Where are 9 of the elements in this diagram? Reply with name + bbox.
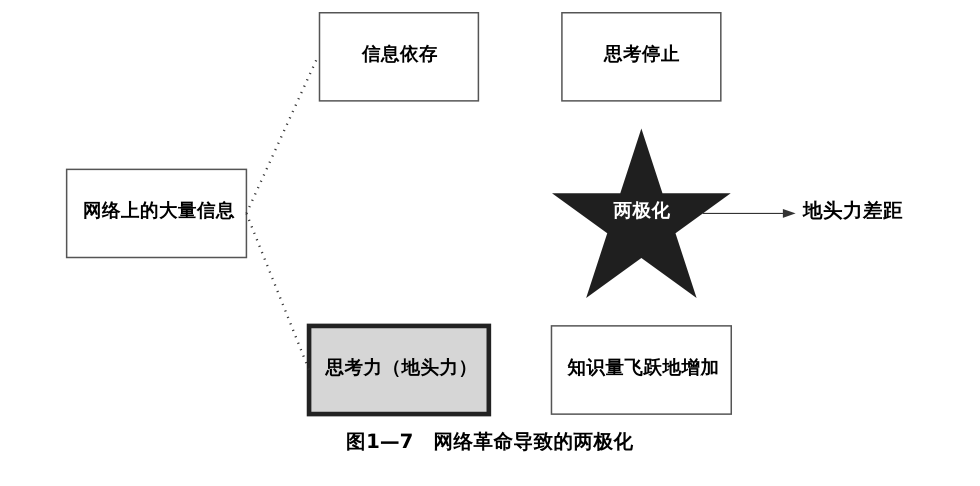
arrow <box>702 208 796 218</box>
node-box: 网络上的大量信息 <box>66 168 248 258</box>
node-text: 地头力差距 <box>803 199 904 222</box>
node-box: 思考停止 <box>561 12 722 102</box>
node-box: 知识量飞跃地增加 <box>550 325 732 415</box>
node-box: 思考力（地头力） <box>306 324 492 416</box>
node-box: 信息依存 <box>318 12 480 102</box>
connector <box>245 213 310 370</box>
caption: 图1—7 网络革命导致的两极化 <box>346 430 634 453</box>
